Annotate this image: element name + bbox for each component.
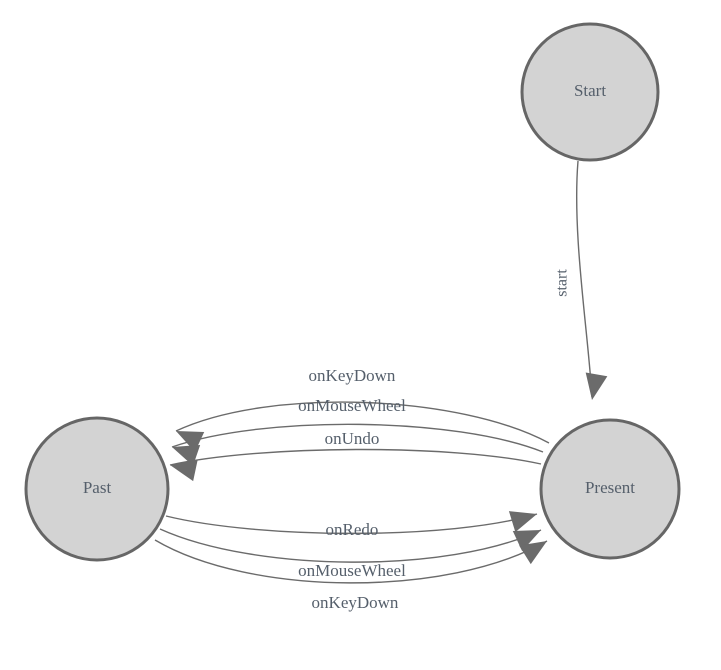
edge-past-present-onmousewheel-path xyxy=(159,528,542,563)
edge-past-present-onredo[interactable] xyxy=(165,513,538,535)
edge-label-past-present-onkeydown: onKeyDown xyxy=(312,593,399,612)
node-past[interactable]: Past xyxy=(24,416,170,562)
arrowhead-into-present-onredo xyxy=(508,511,537,533)
node-past-circle[interactable] xyxy=(24,416,170,562)
arrowheads-layer xyxy=(170,372,608,565)
nodes-layer: Start Past Present xyxy=(24,22,681,562)
arrowhead-into-past-onundo xyxy=(170,459,198,482)
edge-label-present-past-onmousewheel: onMouseWheel xyxy=(298,396,406,415)
edge-present-past-onkeydown-path xyxy=(175,401,550,444)
edge-start-present[interactable] xyxy=(576,160,593,398)
edge-label-present-past-onundo: onUndo xyxy=(325,429,380,448)
edge-present-past-onundo-path xyxy=(169,448,542,466)
node-start-circle[interactable] xyxy=(520,22,660,162)
node-start[interactable]: Start xyxy=(520,22,660,162)
edge-start-present-path xyxy=(576,160,593,398)
edge-present-past-onkeydown[interactable] xyxy=(175,401,550,444)
edge-past-present-onmousewheel[interactable] xyxy=(159,528,542,563)
arrowhead-into-present-top xyxy=(585,372,608,400)
edge-label-past-present-onredo: onRedo xyxy=(326,520,379,539)
edge-past-present-onkeydown-path xyxy=(154,539,548,584)
edge-label-past-present-onmousewheel: onMouseWheel xyxy=(298,561,406,580)
edges-layer xyxy=(154,160,593,584)
edge-past-present-onredo-path xyxy=(165,513,538,535)
node-present-circle[interactable] xyxy=(539,418,681,560)
edge-label-start: start xyxy=(554,269,571,297)
edge-present-past-onmousewheel-path xyxy=(171,423,544,453)
edge-labels-layer: start onKeyDown onMouseWheel onUndo onRe… xyxy=(298,269,570,612)
edge-past-present-onkeydown[interactable] xyxy=(154,539,548,584)
edge-present-past-onmousewheel[interactable] xyxy=(171,423,544,453)
edge-present-past-onundo[interactable] xyxy=(169,448,542,466)
node-present[interactable]: Present xyxy=(539,418,681,560)
edge-label-present-past-onkeydown: onKeyDown xyxy=(309,366,396,385)
arrowhead-into-present-onkeydown xyxy=(519,541,547,565)
